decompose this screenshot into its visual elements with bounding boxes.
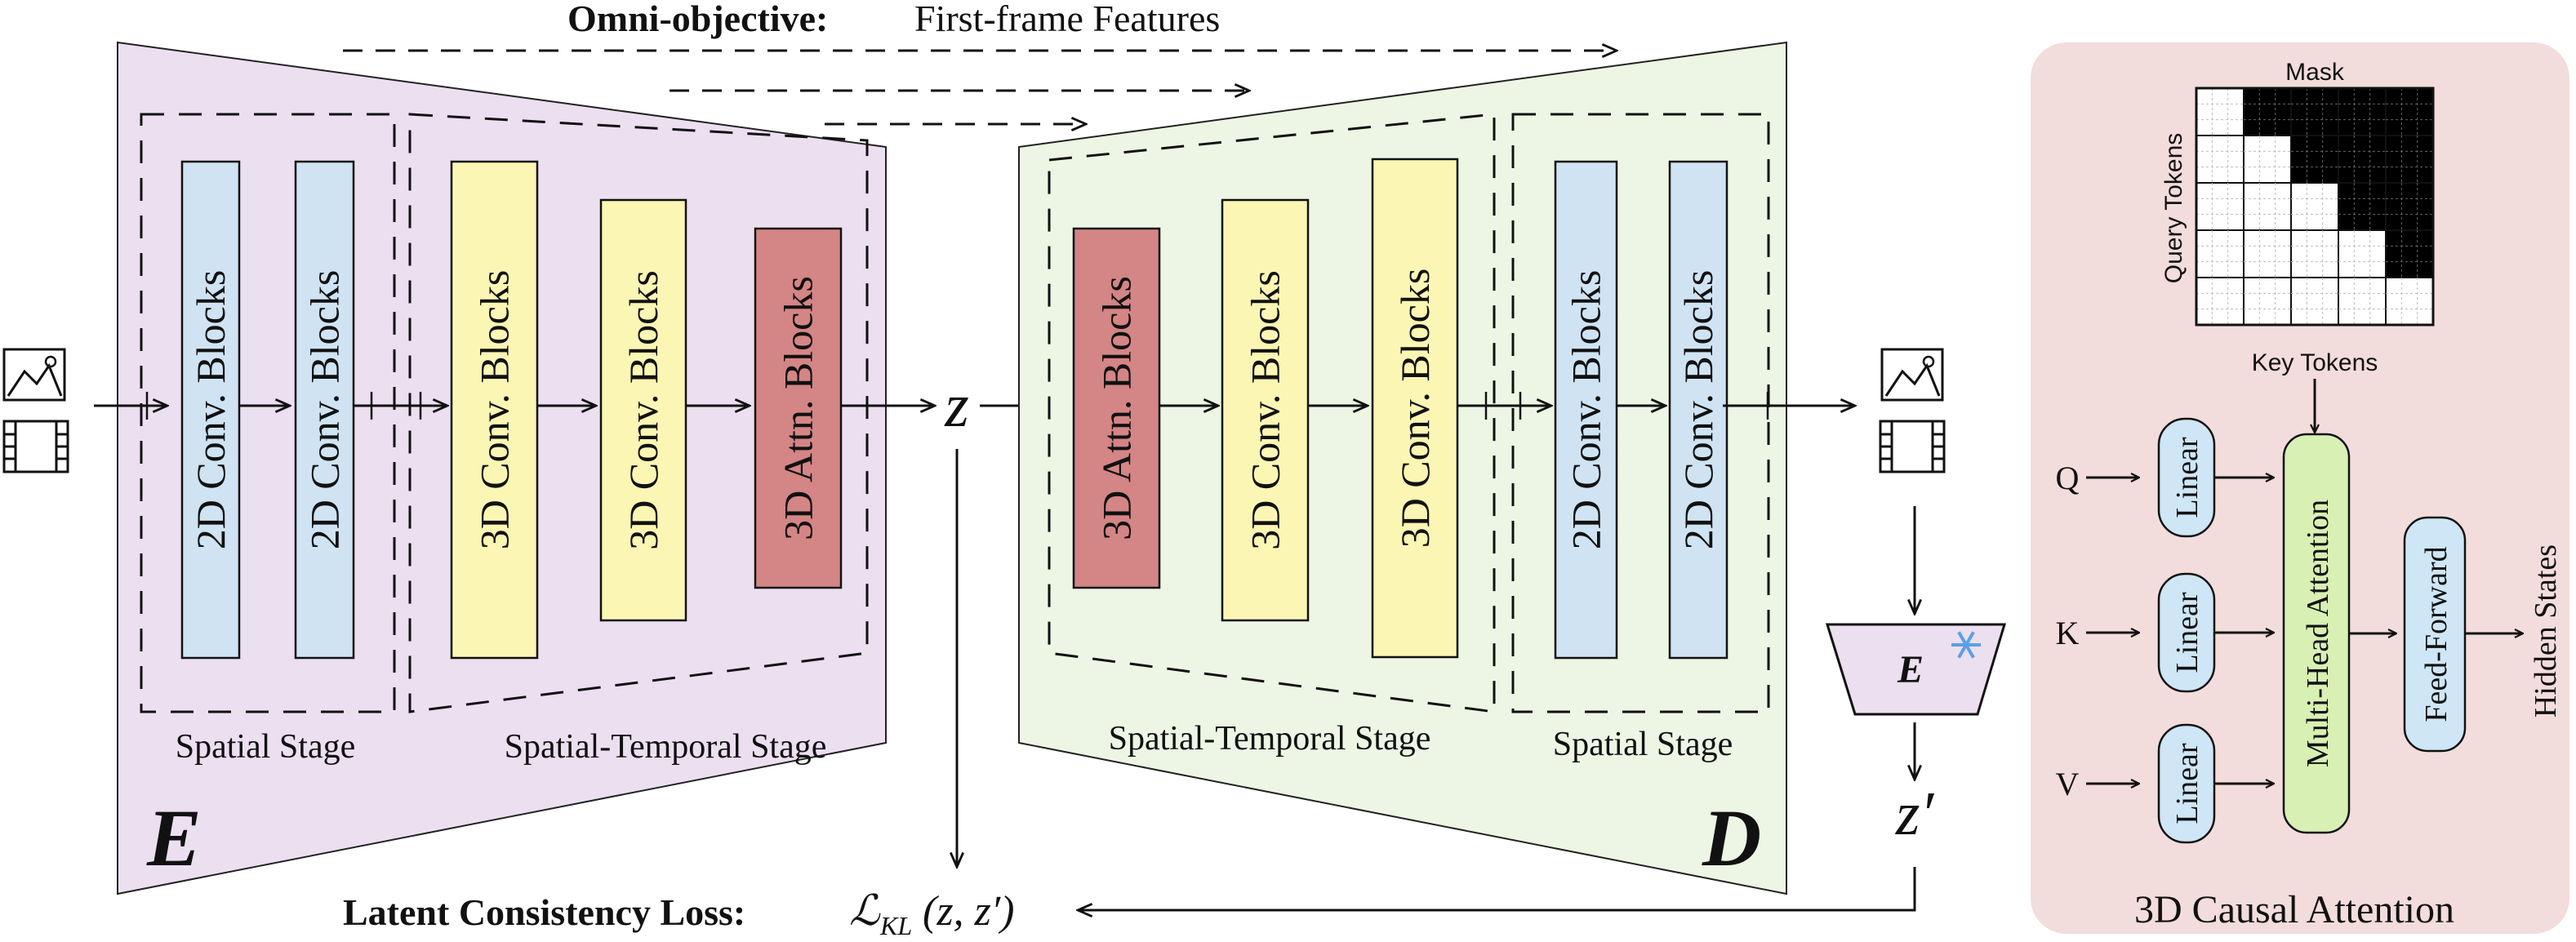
mask-cell [2338, 182, 2387, 231]
mha-label: Multi-Head Attention [2301, 500, 2335, 767]
encoder-block-1 [180, 160, 241, 660]
encoder-spatial-stage-box [140, 113, 396, 713]
encoder-block-label: 3D Attn. Blocks [776, 276, 821, 540]
encoder-st-stage-label: Spatial-Temporal Stage [505, 728, 827, 766]
key-tokens-label: Key Tokens [2252, 349, 2378, 376]
mask-cell [2243, 87, 2292, 136]
decoder-st-stage-label: Spatial-Temporal Stage [1109, 720, 1431, 758]
decoder-block-5 [1668, 160, 1728, 660]
mask-cell [2196, 182, 2245, 231]
omni-objective-title: Omni-objective: First-frame Features [567, 0, 1220, 39]
encoder-block-label: 2D Conv. Blocks [302, 270, 348, 550]
mask-cell [2385, 182, 2434, 231]
input-q-label: Q [2056, 460, 2080, 496]
decoder-block-label: 3D Conv. Blocks [1243, 270, 1288, 550]
mask-border [2195, 87, 2435, 327]
mask-cell [2385, 277, 2434, 326]
decoder-block-3 [1371, 158, 1459, 659]
loss-formula-L: ℒ [849, 888, 881, 935]
mask-cell [2385, 135, 2434, 184]
encoder-letter: E [146, 793, 202, 883]
mask-cell [2243, 182, 2292, 231]
output-image-icon [1880, 348, 1944, 402]
mask-cell [2243, 229, 2292, 278]
mask-cell [2338, 277, 2387, 326]
mask-cell [2196, 87, 2245, 136]
input-image-icon [2, 348, 66, 402]
decoder-spatial-stage-box [1511, 113, 1770, 713]
mask-cell [2196, 135, 2245, 184]
loss-formula-sub: KL [879, 911, 912, 938]
mask-cell [2338, 135, 2387, 184]
encoder-blocks: 2D Conv. Blocks 2D Conv. Blocks 3D Conv. B… [180, 160, 843, 660]
encoder-spatial-stage-label: Spatial Stage [176, 728, 355, 766]
decoder-block-label: 3D Conv. Blocks [1392, 269, 1438, 549]
decoder-block-1 [1072, 227, 1161, 589]
mask-cell [2196, 277, 2245, 326]
frozen-encoder-letter: E [1897, 648, 1924, 691]
input-video-icon [2, 420, 69, 473]
encoder-block-label: 2D Conv. Blocks [188, 270, 234, 550]
encoder-block-2 [294, 160, 355, 660]
mask-cell [2338, 87, 2387, 136]
mask-cell [2290, 135, 2339, 184]
omni-objective-bold: Omni-objective: [567, 0, 828, 39]
mask-grid [2195, 87, 2435, 327]
decoder-blocks: 3D Attn. Blocks 3D Conv. Blocks 3D Conv. B… [1072, 158, 1728, 660]
decoder-block-2 [1221, 198, 1310, 622]
decoder-spatial-stage-label: Spatial Stage [1553, 726, 1733, 763]
mask-cell [2385, 87, 2434, 136]
hidden-states-label: Hidden States [2529, 544, 2563, 718]
omni-objective-text: First-frame Features [914, 0, 1220, 39]
linear-label: Linear [2170, 437, 2205, 518]
latent-z: z [944, 371, 969, 440]
zprime-to-loss-arrow [1078, 867, 1916, 910]
decoder-letter: D [1702, 793, 1761, 883]
input-k-label: K [2056, 615, 2080, 651]
mask-cell [2385, 229, 2434, 278]
encoder-block-3 [450, 160, 539, 660]
linear-label: Linear [2170, 592, 2205, 673]
mask-cell [2290, 182, 2339, 231]
decoder-block-label: 3D Attn. Blocks [1094, 276, 1140, 540]
snowflake-icon [1951, 631, 1981, 659]
mask-label: Mask [2285, 59, 2345, 86]
latent-z-prime: z′ [1895, 780, 1935, 848]
ff-label: Feed-Forward [2419, 546, 2454, 722]
mask-cell [2290, 277, 2339, 326]
encoder-st-stage-box [408, 113, 869, 713]
decoder-block-label: 2D Conv. Blocks [1675, 270, 1721, 550]
linear-label: Linear [2170, 743, 2205, 824]
mask-cell [2290, 229, 2339, 278]
decoder-block-label: 2D Conv. Blocks [1564, 270, 1609, 550]
output-video-icon [1879, 420, 1946, 473]
mask-cell [2290, 87, 2339, 136]
encoder-block-label: 3D Conv. Blocks [472, 270, 518, 550]
frozen-encoder [1825, 623, 2007, 716]
encoder-block-label: 3D Conv. Blocks [621, 270, 666, 550]
mask-cell [2196, 229, 2245, 278]
latent-consistency-loss: Latent Consistency Loss: ℒ KL (z, z′) [343, 888, 1014, 940]
decoder-st-stage-box [1048, 113, 1496, 713]
mask-cell [2243, 277, 2292, 326]
loss-formula-args: (z, z′) [923, 888, 1014, 935]
loss-label: Latent Consistency Loss: [343, 891, 745, 933]
input-v-label: V [2056, 766, 2080, 802]
encoder-block-4 [599, 198, 687, 622]
encoder-block-5 [754, 227, 843, 589]
decoder-block-4 [1554, 160, 1618, 660]
query-tokens-label: Query Tokens [2160, 133, 2187, 284]
causal-attention-title: 3D Causal Attention [2134, 888, 2454, 931]
mask-cell [2338, 229, 2387, 278]
mask-cell [2243, 135, 2292, 184]
